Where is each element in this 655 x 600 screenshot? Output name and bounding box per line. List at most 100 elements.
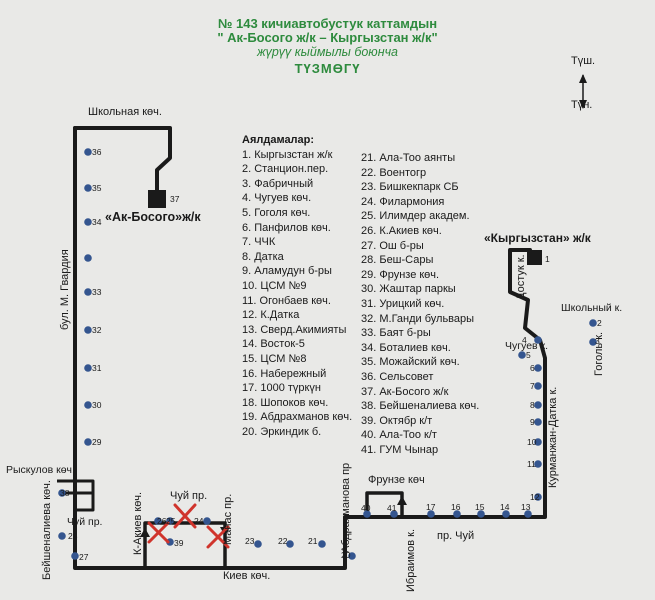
stop-dot (534, 336, 542, 344)
direction-arrow-icon (579, 74, 587, 109)
stop-list-item: 38. Бейшеналиева көч. (361, 400, 480, 413)
stop-number: 24 (194, 516, 204, 526)
stop-list-item: 17. 1000 түркүн (242, 382, 321, 395)
stop-number: 13 (521, 502, 531, 512)
stop-list-item: 32. М.Ганди бульвары (361, 312, 475, 325)
street-label-chuguev: Чугуев к. (505, 340, 549, 352)
stop-number: 26 (157, 516, 167, 526)
stop-dot (589, 338, 597, 346)
stop-dot (427, 510, 435, 518)
street-label-frunze: Фрунзе көч (368, 474, 425, 486)
stop-number: 36 (92, 147, 102, 157)
street-label-chuy-mid: Чуй пр. (170, 490, 208, 502)
stop-number: 21 (308, 536, 318, 546)
cancelled-stop-icon (147, 521, 170, 544)
stop-list-item: 30. Жаштар паркы (361, 283, 456, 296)
stop-number: 2 (597, 318, 602, 328)
stop-list-item: 9. Аламудун б-ры (242, 265, 332, 278)
street-label-ryskulov: Рыскулов көч. (6, 464, 75, 476)
stop-number: 15 (475, 502, 485, 512)
stop-list-item: 11. Огонбаев көч. (242, 294, 331, 307)
stop-number: 4 (522, 335, 527, 345)
stop-number: 6 (530, 363, 535, 373)
stop-list-item: 33. Баят б-ры (361, 327, 431, 340)
street-label-ibraimov: Ибраимов к. (405, 529, 417, 592)
stop-dot (477, 510, 485, 518)
stop-dot (71, 552, 79, 560)
stop-number: 25 (166, 516, 176, 526)
street-label-kiev: Киев көч. (223, 570, 271, 582)
arrow-up-icon (140, 528, 150, 537)
stop-dot (203, 517, 211, 525)
stop-list-item: 35. Можайский көч. (361, 356, 460, 369)
street-label-manas: Манас пр. (222, 494, 234, 545)
stop-list-item: 39. Октябр к/т (361, 414, 433, 427)
stop-list-item: 3. Фабричный (242, 177, 314, 190)
stop-dot (84, 254, 92, 262)
title-line-3: жүрүү кыймылы боюнча (257, 45, 398, 59)
stop-dot (286, 540, 294, 548)
direction-up-label: Түш. (571, 55, 596, 67)
stop-list-item: 1. Кыргызстан ж/к (242, 148, 333, 161)
arrow-up-icon (397, 496, 407, 505)
stop-dot (534, 401, 542, 409)
stop-list-item: 27. Ош б-ры (361, 239, 424, 252)
stop-list-item: 29. Фрунзе көч. (361, 268, 440, 281)
stop-number: 40 (361, 503, 371, 513)
stop-dot (84, 218, 92, 226)
stop-number: 9 (530, 417, 535, 427)
stop-dot (84, 326, 92, 334)
stop-dot (84, 401, 92, 409)
stops-layer (58, 148, 597, 560)
street-label-shkolnaya: Школьная көч. (88, 106, 162, 118)
stop-number: 23 (245, 536, 255, 546)
stop-list-item: 37. Ак-Босого ж/к (361, 385, 449, 398)
stop-number: 41 (387, 503, 397, 513)
street-label-beishenalieva: Бейшеналиева көч. (41, 480, 53, 580)
stop-number: 12 (530, 492, 540, 502)
street-label-chuy-right: пр. Чуй (437, 530, 475, 542)
street-label-guardia: бул. М. Гвардия (59, 249, 71, 330)
terminal-label-kyrgyzstan: «Кыргызстан» ж/к (484, 231, 591, 245)
stop-dot (534, 460, 542, 468)
stop-number: 8 (530, 400, 535, 410)
stop-number: 14 (500, 502, 510, 512)
stop-list-item: 8. Датка (242, 250, 284, 263)
terminal-kyrgyzstan-icon (527, 250, 542, 265)
stop-list-item: 22. Воентогр (361, 166, 427, 179)
stop-dot (390, 510, 398, 518)
stop-list-item: 7. ЧЧК (242, 236, 276, 249)
stop-list-item: 24. Филармония (361, 195, 445, 208)
stop-number: 38 (60, 488, 70, 498)
stop-dot (502, 510, 510, 518)
direction-down-label: Түн. (571, 99, 593, 111)
stop-dot (363, 510, 371, 518)
route-loop-ryskulov (57, 479, 95, 512)
stop-list-item: 26. К.Акиев көч. (361, 224, 442, 237)
stop-list-item: 4. Чугуев көч. (242, 192, 312, 205)
stop-dot (84, 288, 92, 296)
stop-dot (518, 351, 526, 359)
stop-list-item: 16. Набережный (242, 367, 327, 380)
stop-number: 33 (92, 287, 102, 297)
stop-list-item: 2. Станцион.пер. (242, 163, 329, 176)
stop-number: 34 (92, 217, 102, 227)
stop-dot (348, 552, 356, 560)
stop-list-item: 10. ЦСМ №9 (242, 279, 307, 292)
stop-list-item: 12. К.Датка (242, 309, 300, 322)
stop-dot (58, 489, 66, 497)
stop-list-item: 25. Илимдер академ. (361, 210, 470, 223)
stop-list-item: 19. Абдрахманов көч. (242, 411, 353, 424)
stop-list-item: 40. Ала-Тоо к/т (361, 429, 437, 442)
stop-number: 35 (92, 183, 102, 193)
stop-dot (534, 418, 542, 426)
stop-list-item: 28. Беш-Сары (361, 254, 434, 267)
stop-number: 39 (174, 538, 184, 548)
stop-dot (534, 438, 542, 446)
street-label-dostuk: Достук к. (515, 254, 527, 300)
stop-list-item: 14. Восток-5 (242, 338, 305, 351)
title-line-1: № 143 кичиавтобустук каттамдын (217, 16, 438, 31)
stop-number: 10 (527, 437, 537, 447)
